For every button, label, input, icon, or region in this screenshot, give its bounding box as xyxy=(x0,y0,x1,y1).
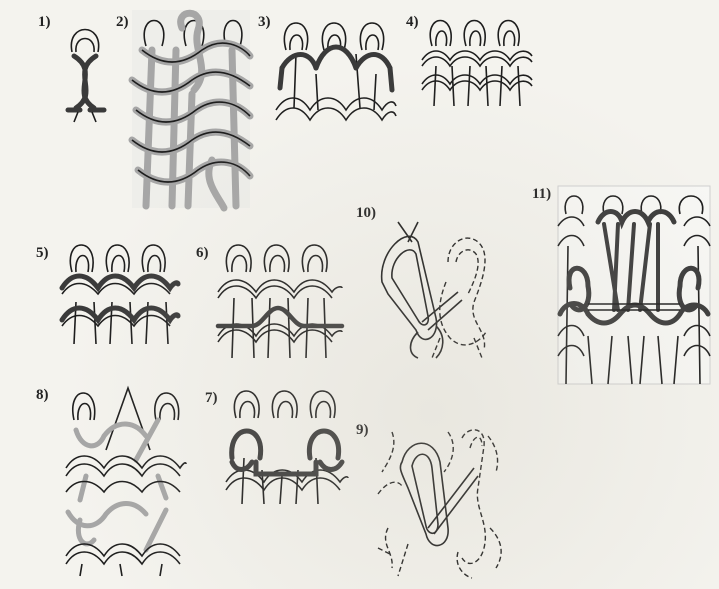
diagram-10-loop-transfer xyxy=(378,222,502,358)
diagram-4-small-fabric xyxy=(422,10,532,106)
label-4: 4) xyxy=(406,14,419,31)
label-10: 10) xyxy=(356,205,376,222)
diagram-1-single-loop xyxy=(60,12,110,122)
diagram-3-transfer-loops xyxy=(276,10,396,136)
diagram-8-lace-grey-loops xyxy=(66,380,186,576)
label-11: 11) xyxy=(532,186,551,203)
label-9: 9) xyxy=(356,422,369,439)
label-1: 1) xyxy=(38,14,51,31)
label-2: 2) xyxy=(116,14,129,31)
label-3: 3) xyxy=(258,14,271,31)
label-8: 8) xyxy=(36,387,49,404)
diagram-11-cable-cross xyxy=(558,186,710,384)
label-6: 6) xyxy=(196,245,209,262)
diagram-6-tuck-float xyxy=(218,232,342,358)
diagram-5-dark-course-rows xyxy=(62,232,178,344)
label-7: 7) xyxy=(205,390,218,407)
diagram-7-miss-stitch xyxy=(226,378,348,504)
label-5: 5) xyxy=(36,245,49,262)
diagram-9-dashed-loops xyxy=(378,428,508,580)
diagram-2-fabric-grey-yarn xyxy=(132,10,250,208)
